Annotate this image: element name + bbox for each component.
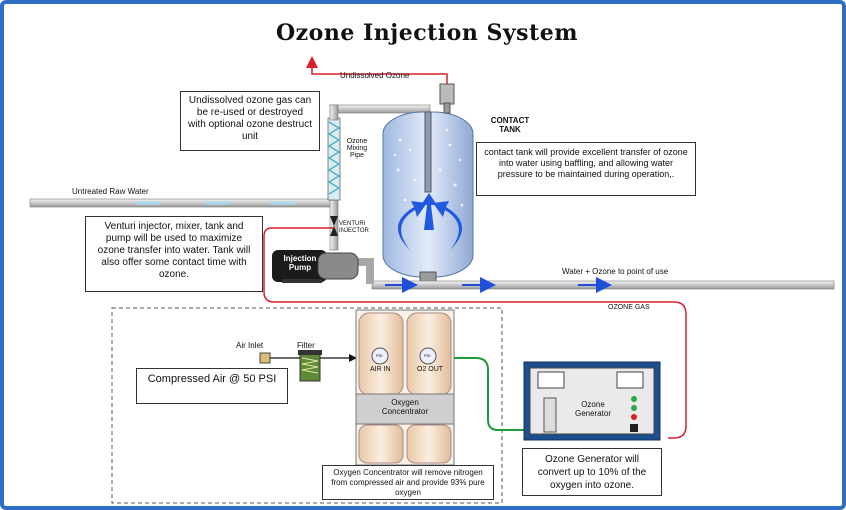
psi-gauge-1-label: PSI: [376, 353, 383, 358]
ozone-gas-label: OZONE GAS: [608, 304, 650, 311]
tank-bubbles: [393, 128, 464, 207]
filter-label: Filter: [297, 341, 315, 350]
oxygen-concentrator-label: Oxygen Concentrator: [381, 398, 429, 416]
generator-note: Ozone Generator will convert up to 10% o…: [522, 448, 662, 496]
ozone-generator-label: Ozone Generator: [574, 400, 612, 418]
psi-gauge-2-label: PSI: [424, 353, 431, 358]
venturi-injector: [330, 216, 338, 236]
tank-flow-arrows: [397, 193, 463, 250]
ozone-gas-line: [263, 227, 687, 439]
injection-pump: [272, 250, 359, 283]
o2-out-label: O2 OUT: [417, 366, 444, 373]
mixing-pipe-helix: [327, 121, 341, 195]
oxygen-concentrator: [355, 309, 455, 466]
air-arrow-head: [349, 354, 357, 362]
filter-coil: [301, 357, 319, 374]
venturi-injector-label: VENTURI INJECTOR: [339, 221, 369, 234]
raw-water-label: Untreated Raw Water: [72, 187, 149, 196]
diagram-title: Ozone Injection System: [276, 20, 578, 46]
concentrator-note: Oxygen Concentrator will remove nitrogen…: [322, 465, 494, 500]
contact-tank-label: CONTACT TANK: [490, 116, 530, 134]
venturi-note: Venturi injector, mixer, tank and pump w…: [85, 216, 263, 292]
oxygen-system-enclosure: [111, 307, 503, 504]
top-pipe: [329, 104, 431, 114]
ozone-generator: [523, 361, 661, 441]
compressed-air-note: Compressed Air @ 50 PSI: [136, 368, 288, 404]
tank-valve: [439, 83, 455, 105]
undissolved-ozone-label: Undissolved Ozone: [340, 71, 410, 80]
air-in-label: AIR IN: [370, 366, 391, 373]
air-inlet-label: Air Inlet: [236, 341, 264, 350]
filter-cap: [298, 350, 322, 355]
destruct-note: Undissolved ozone gas can be re-used or …: [180, 91, 320, 151]
water-ozone-out-label: Water + Ozone to point of use: [562, 267, 669, 276]
undissolved-ozone-line: [306, 56, 448, 84]
top-pipe-riser: [329, 104, 339, 121]
tank-note: contact tank will provide excellent tran…: [476, 142, 696, 196]
tank-neck: [443, 102, 451, 114]
dip-tube: [424, 111, 432, 193]
oxygen-line: [454, 357, 524, 431]
injection-pump-label: Injection Pump: [283, 254, 317, 272]
mixing-pipe-label: Ozone Mixing Pipe: [346, 138, 368, 159]
air-inlet-fitting: [259, 352, 271, 364]
pump-outlet-pipe: [355, 258, 374, 284]
